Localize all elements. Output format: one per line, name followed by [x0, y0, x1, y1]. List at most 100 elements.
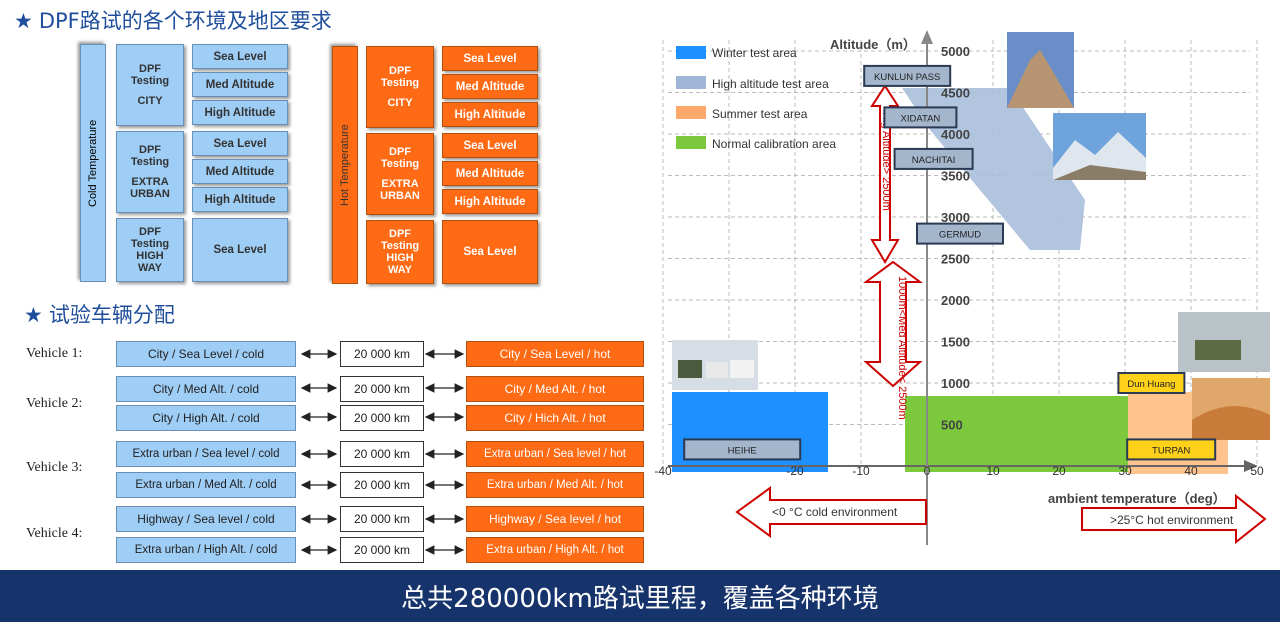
- location-markers: KUNLUN PASS XIDATAN NACHITAI GERMUD HEIHE Dun…: [683, 64, 1217, 461]
- legend-calibration: Normal calibration area: [712, 137, 836, 151]
- calibration-region: [905, 396, 1133, 472]
- hot-extra-urban-med-altitude: Med Altitude: [442, 161, 538, 186]
- cold-environment-arrow: <0 °C cold environment: [735, 486, 927, 538]
- x-tick-label: 30: [1118, 464, 1132, 478]
- vehicle-1-hot-test: City / Sea Level / hot: [466, 341, 644, 367]
- desert-vehicle-photo-icon: [1178, 312, 1270, 372]
- legend-swatch-winter: [676, 46, 706, 59]
- location-marker: [883, 106, 958, 129]
- vehicle-4-cold-test-2: Extra urban / High Alt. / cold: [116, 537, 296, 563]
- x-axis-label: ambient temperature（deg）: [1048, 491, 1226, 506]
- location-label: TURPAN: [1152, 445, 1190, 456]
- cold-city-high-altitude: High Altitude: [192, 100, 288, 125]
- location-label: HEIHE: [728, 445, 757, 456]
- cold-highway-sea-level: Sea Level: [192, 218, 288, 282]
- legend-winter: Winter test area: [712, 46, 797, 60]
- location-label: NACHITAI: [912, 155, 956, 166]
- hot-environment-arrow: >25°C hot environment: [1081, 493, 1267, 545]
- legend: Winter test area High altitude test area…: [676, 46, 836, 151]
- location-marker: [916, 222, 1004, 245]
- y-tick-label: 3000: [941, 210, 970, 225]
- y-axis-arrow-icon: [921, 30, 933, 44]
- location-marker: [1117, 372, 1186, 394]
- x-axis-arrow-icon: [1244, 460, 1258, 472]
- high-altitude-arrow: Hig Altitude> 2500m: [870, 84, 900, 264]
- vehicle-label: Vehicle 3:: [26, 460, 83, 475]
- vehicle-3-hot-test-2: Extra urban / Med Alt. / hot: [466, 472, 644, 498]
- vehicle-2-distance-2: 20 000 km: [340, 405, 424, 431]
- location-label: XIDATAN: [901, 113, 941, 124]
- y-tick-label: 500: [941, 418, 963, 433]
- vehicle-2-cold-test-2: City / High Alt. / cold: [116, 405, 296, 431]
- hot-city-sea-level: Sea Level: [442, 46, 538, 71]
- x-tick-label: -40: [654, 464, 672, 478]
- cold-city-med-altitude: Med Altitude: [192, 72, 288, 97]
- y-tick-label: 1500: [941, 335, 970, 350]
- vehicle-label: Vehicle 2:: [26, 396, 83, 411]
- altitude-temperature-chart: Altitude（m） ambient temperature（deg） 500…: [654, 30, 1270, 545]
- vehicle-3-distance-2: 20 000 km: [340, 472, 424, 498]
- hot-extra-urban-high-altitude: High Altitude: [442, 189, 538, 214]
- legend-summer: Summer test area: [712, 107, 808, 121]
- high-altitude-label: Hig Altitude> 2500m: [880, 112, 892, 211]
- vehicle-2-distance-1: 20 000 km: [340, 376, 424, 402]
- hot-city-high-altitude: High Altitude: [442, 102, 538, 127]
- hot-environment-label: >25°C hot environment: [1110, 513, 1234, 527]
- y-axis-label: Altitude（m）: [830, 37, 916, 52]
- vehicle-1-cold-test: City / Sea Level / cold: [116, 341, 296, 367]
- med-altitude-arrow: 1000m<Med Altitude< 2500m: [862, 260, 924, 420]
- vehicle-4-distance-1: 20 000 km: [340, 506, 424, 532]
- vehicle-1-distance: 20 000 km: [340, 341, 424, 367]
- y-tick-label: 4500: [941, 86, 970, 101]
- vehicle-2-hot-test-1: City / Med Alt. / hot: [466, 376, 644, 402]
- vehicles-photo-icon: [672, 340, 758, 390]
- mountain-photo-1-icon: [1007, 32, 1074, 108]
- location-label: KUNLUN PASS: [874, 72, 940, 83]
- section-title-environment: ★DPF路试的各个环境及地区要求: [14, 9, 332, 33]
- x-tick-label: 20: [1052, 464, 1066, 478]
- y-tick-label: 3500: [941, 169, 970, 184]
- x-tick-label: 40: [1184, 464, 1198, 478]
- legend-swatch-high-altitude: [676, 76, 706, 89]
- x-tick-label: 0: [924, 464, 931, 478]
- cold-city-sea-level: Sea Level: [192, 44, 288, 69]
- cold-extra-urban-high-altitude: High Altitude: [192, 187, 288, 212]
- vehicle-arrows: [300, 349, 465, 555]
- vehicle-label: Vehicle 4:: [26, 526, 83, 541]
- location-label: Dun Huang: [1127, 379, 1175, 390]
- vehicle-3-cold-test-2: Extra urban / Med Alt. / cold: [116, 472, 296, 498]
- legend-swatch-calibration: [676, 136, 706, 149]
- cold-extra-urban-sea-level: Sea Level: [192, 131, 288, 156]
- footer-banner: 总共280000km路试里程，覆盖各种环境: [0, 570, 1280, 622]
- cold-environment-label: <0 °C cold environment: [772, 505, 898, 519]
- hot-city-med-altitude: Med Altitude: [442, 74, 538, 99]
- hot-highway-sea-level: Sea Level: [442, 220, 538, 284]
- y-tick-label: 5000: [941, 44, 970, 59]
- location-marker: [863, 64, 952, 87]
- vehicle-3-distance-1: 20 000 km: [340, 441, 424, 467]
- location-label: GERMUD: [939, 230, 981, 241]
- vehicle-4-cold-test-1: Highway / Sea level / cold: [116, 506, 296, 532]
- vehicle-4-hot-test-2: Extra urban / High Alt. / hot: [466, 537, 644, 563]
- med-altitude-label: 1000m<Med Altitude< 2500m: [896, 276, 908, 420]
- x-tick-label: -10: [852, 464, 870, 478]
- high-altitude-region: [902, 88, 1085, 250]
- location-marker: [1126, 438, 1217, 461]
- x-tick-label: -20: [786, 464, 804, 478]
- y-tick-label: 4000: [941, 127, 970, 142]
- section-title-vehicles: ★试验车辆分配: [24, 303, 175, 327]
- cold-extra-urban-med-altitude: Med Altitude: [192, 159, 288, 184]
- x-tick-label: 50: [1250, 464, 1264, 478]
- star-icon: ★: [24, 303, 43, 327]
- hot-extra-urban-sea-level: Sea Level: [442, 133, 538, 158]
- vehicle-3-hot-test-1: Extra urban / Sea level / hot: [466, 441, 644, 467]
- vehicle-2-hot-test-2: City / Hich Alt. / hot: [466, 405, 644, 431]
- y-tick-label: 2500: [941, 252, 970, 267]
